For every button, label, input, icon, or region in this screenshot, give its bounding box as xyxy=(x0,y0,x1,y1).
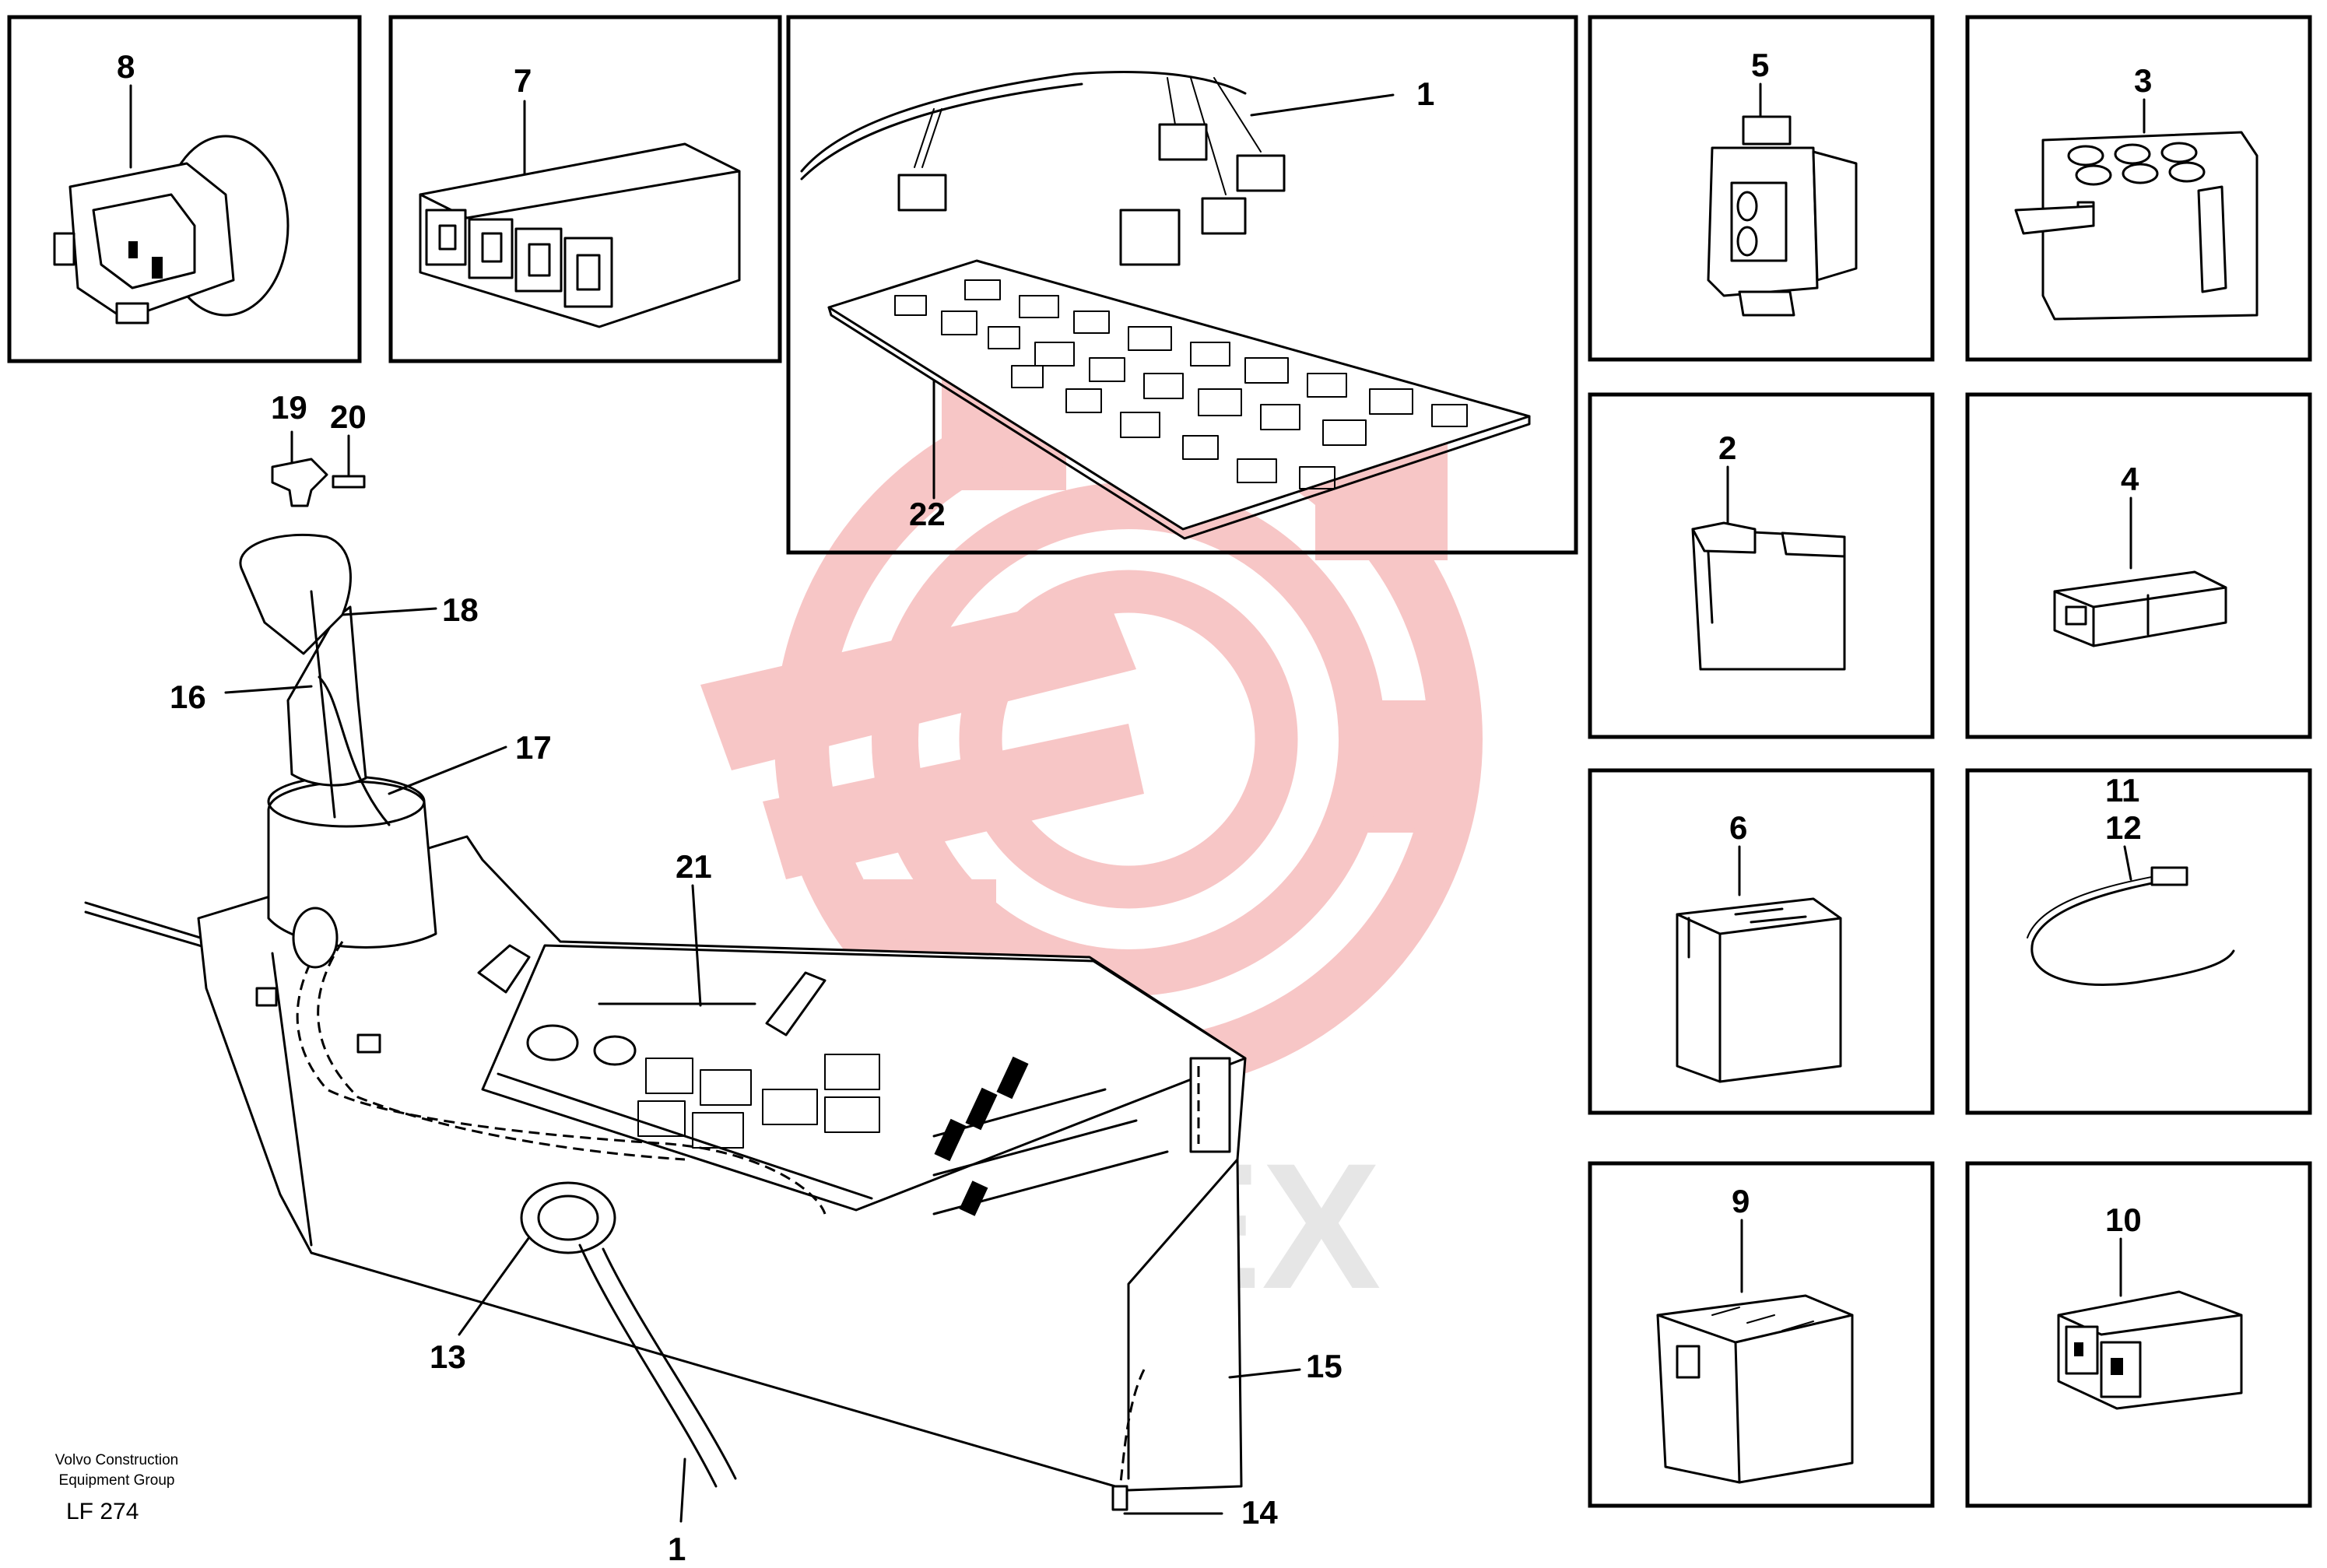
panel-part-8: 8 xyxy=(7,15,362,363)
panel-part-5: 5 xyxy=(1588,15,1935,362)
connector-3-drawing xyxy=(2014,131,2259,321)
connector-10-drawing xyxy=(2057,1290,2243,1410)
part-number-2: 2 xyxy=(1718,430,1736,466)
connector-block-7-drawing xyxy=(419,142,741,328)
label-21: 21 xyxy=(676,848,712,885)
label-17: 17 xyxy=(515,729,552,766)
board-label-22: 22 xyxy=(909,496,946,532)
main-leader-lines xyxy=(224,430,1301,1523)
rocker-knob-19 xyxy=(271,458,328,507)
panel-part-9: 9 xyxy=(1588,1161,1935,1508)
panel-part-10: 10 xyxy=(1965,1161,2312,1508)
label-13: 13 xyxy=(430,1338,466,1375)
label-20: 20 xyxy=(330,398,367,435)
part-number-9: 9 xyxy=(1732,1183,1750,1219)
panel-part-4: 4 xyxy=(1965,392,2312,739)
joystick-grip xyxy=(239,533,352,655)
panel-part-2: 2 xyxy=(1588,392,1935,739)
label-18: 18 xyxy=(442,591,479,628)
part-number-5: 5 xyxy=(1751,47,1769,83)
connector-4-drawing xyxy=(2053,570,2227,647)
connector-5-drawing xyxy=(1707,115,1858,317)
connector-14 xyxy=(1111,1485,1128,1511)
pin-20 xyxy=(332,475,366,489)
part-number-12: 12 xyxy=(2105,809,2142,846)
connector-6-drawing xyxy=(1676,897,1842,1083)
grommet-13 xyxy=(520,1181,616,1254)
panel-part-7: 7 xyxy=(388,15,782,363)
part-number-3: 3 xyxy=(2134,62,2152,99)
panel-part-3: 3 xyxy=(1965,15,2312,362)
caption-company-line1: Volvo Construction xyxy=(55,1452,178,1468)
label-15: 15 xyxy=(1306,1348,1342,1384)
wiring-harness-drawing xyxy=(800,71,1286,235)
caption-figure-code: LF 274 xyxy=(66,1499,139,1524)
part-number-7: 7 xyxy=(514,62,532,99)
part-number-11: 11 xyxy=(2105,772,2139,809)
part-number-6: 6 xyxy=(1729,809,1747,846)
label-16: 16 xyxy=(170,679,206,715)
connector-2-drawing xyxy=(1691,521,1846,671)
control-console-assembly xyxy=(84,458,1247,1511)
part-number-4: 4 xyxy=(2121,461,2139,497)
panel-circuit-board: 1 xyxy=(786,15,1578,555)
panel-part-11-12: 11 12 xyxy=(1965,768,2312,1115)
switch-connector-8-drawing xyxy=(53,135,290,324)
part-number-8: 8 xyxy=(117,48,135,85)
joystick-base xyxy=(267,780,437,949)
circuit-board-drawing xyxy=(827,209,1531,540)
board-label-1: 1 xyxy=(1416,75,1434,112)
panel-part-6: 6 xyxy=(1588,768,1935,1115)
connector-9-drawing xyxy=(1656,1294,1854,1484)
label-1: 1 xyxy=(668,1531,686,1567)
cable-tie-drawing xyxy=(2027,866,2235,987)
label-19: 19 xyxy=(271,389,307,426)
label-14: 14 xyxy=(1241,1494,1278,1531)
part-number-10: 10 xyxy=(2105,1201,2142,1238)
caption-company-line2: Equipment Group xyxy=(59,1472,175,1489)
